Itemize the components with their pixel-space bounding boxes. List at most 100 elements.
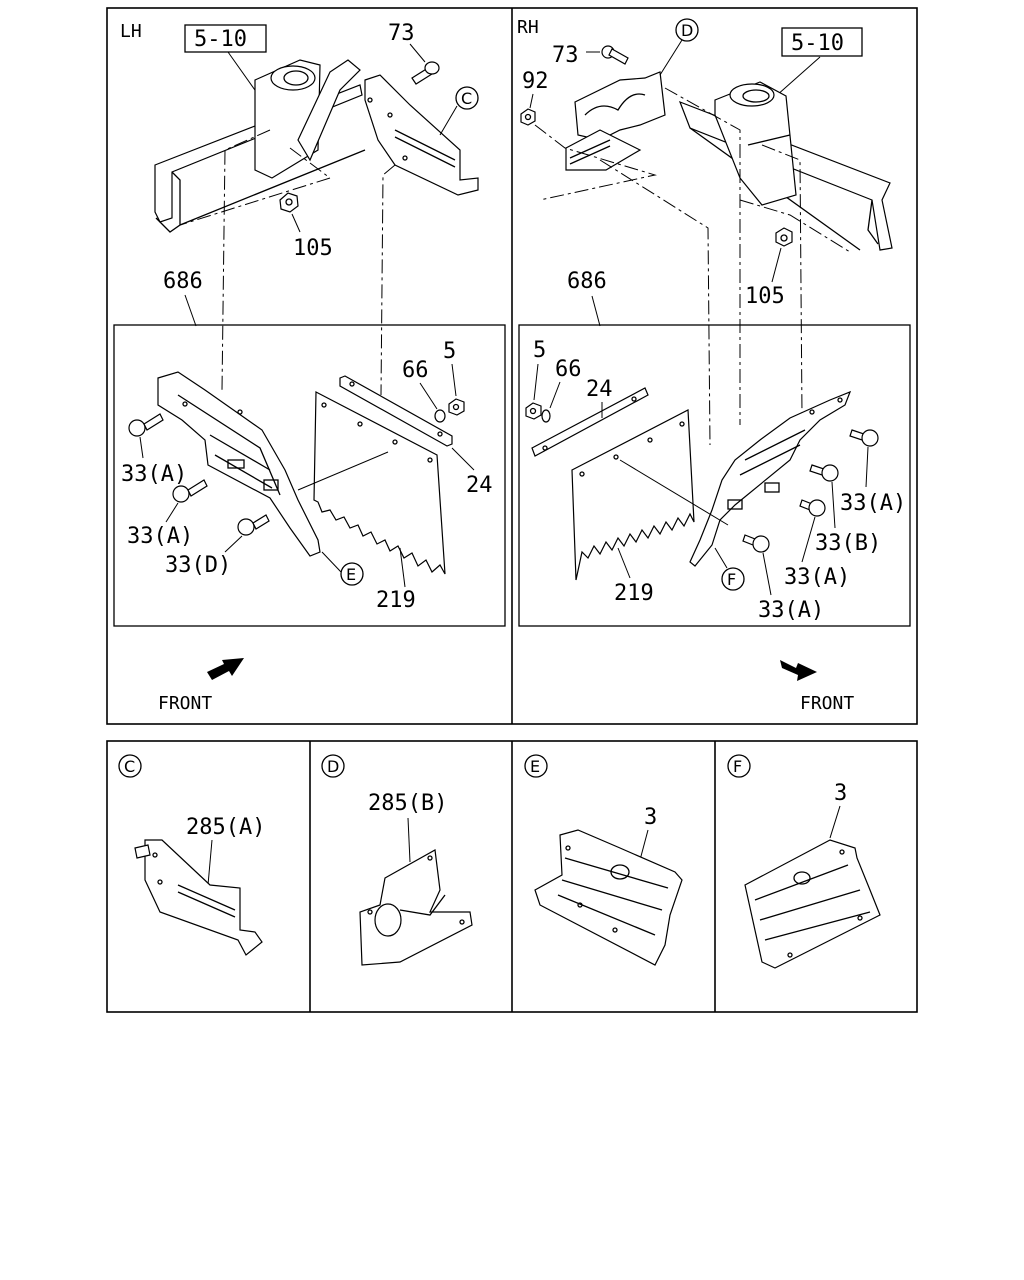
rh-bolt-33a-1 xyxy=(849,429,879,447)
detail-d-bracket xyxy=(359,849,473,966)
rh-bolt-33a-2 xyxy=(799,499,826,517)
circled-letter-icon xyxy=(118,754,142,778)
rh-group-leader xyxy=(591,295,601,327)
lh-bracket-ref-label: E xyxy=(346,565,356,584)
rh-ref-leader xyxy=(775,56,821,97)
lh-leader-73 xyxy=(409,43,426,63)
rh-leader-219 xyxy=(617,547,631,579)
rh-label-92: 92 xyxy=(522,69,549,94)
detail-e-bracket xyxy=(534,829,683,966)
lh-label-33a-2: 33(A) xyxy=(127,524,193,549)
front-arrow-icon xyxy=(780,660,817,681)
lh-label-219: 219 xyxy=(376,588,416,613)
rh-inset-box xyxy=(518,324,911,627)
circled-letter-icon xyxy=(727,754,751,778)
lh-label-5: 5 xyxy=(443,339,456,364)
lh-detail-ref-circle xyxy=(455,86,479,110)
lh-bolt-33a-2 xyxy=(172,479,208,503)
rh-leader-92 xyxy=(529,93,534,109)
lh-column-bracket xyxy=(254,59,361,179)
lh-label-105: 105 xyxy=(293,236,333,261)
detail-c: C 285(A) xyxy=(118,754,265,956)
rh-washer-66 xyxy=(541,409,551,423)
lh-washer-66 xyxy=(434,409,446,423)
rh-leader-f xyxy=(714,547,728,569)
rh-bolt-33b xyxy=(809,464,839,482)
rh-ref-box xyxy=(781,27,863,57)
rh-dash-1 xyxy=(534,124,657,201)
rh-label-33a-1: 33(A) xyxy=(840,491,906,516)
rh-nut-105 xyxy=(775,227,793,247)
rh-detail-ref-circle xyxy=(675,18,699,42)
lh-leader-219 xyxy=(399,547,406,588)
lh-leader-33d xyxy=(224,535,243,553)
detail-d: D 285(B) xyxy=(321,754,473,966)
lh-flap-dash xyxy=(297,451,389,491)
rh-label-33a-2: 33(A) xyxy=(784,565,850,590)
rh-upper-bracket xyxy=(565,71,666,171)
lh-ref-box-label: 5-10 xyxy=(194,27,247,52)
rh-label-33b: 33(B) xyxy=(815,531,881,556)
lh-dash-3 xyxy=(380,164,396,396)
detail-d-ref: D xyxy=(327,757,339,776)
rh-dash-3 xyxy=(664,87,741,425)
lh-label-33d: 33(D) xyxy=(165,553,231,578)
lh-dash-2 xyxy=(221,129,271,391)
lh-mudguard-bracket xyxy=(157,371,321,557)
rh-flap-dash xyxy=(619,459,729,526)
rh-nut-5 xyxy=(525,402,542,420)
lh-group-label: 686 xyxy=(163,269,203,294)
lh-inset-box xyxy=(113,324,506,627)
rh-leader-33a-1 xyxy=(865,446,869,488)
detail-c-bracket xyxy=(134,839,263,956)
lh-dash-1 xyxy=(179,147,332,226)
lh-leader-5 xyxy=(451,363,457,397)
lh-upper-bracket xyxy=(364,74,479,196)
rh-leader-33a-2 xyxy=(801,516,816,563)
lh-detail-ref-label: C xyxy=(461,89,472,108)
rh-label-66: 66 xyxy=(555,357,582,382)
lh-nut-5 xyxy=(448,398,465,416)
lh-leader-105 xyxy=(291,213,301,233)
lh-leader-33a-2 xyxy=(165,502,179,523)
rh-front-label: FRONT xyxy=(800,693,854,714)
rh-leader-33a-3 xyxy=(762,552,772,596)
detail-f-leader xyxy=(829,805,841,839)
rh-leader-105 xyxy=(771,247,782,283)
rh-dash-2 xyxy=(599,159,711,446)
rh-dash-4 xyxy=(761,144,803,416)
rh-ref-box-label: 5-10 xyxy=(791,31,844,56)
lh-leader-c xyxy=(439,105,458,136)
detail-f-ref: F xyxy=(733,757,742,776)
detail-f: F 3 xyxy=(727,754,881,969)
lh-front-label: FRONT xyxy=(158,693,212,714)
detail-e: E 3 xyxy=(524,754,683,966)
detail-d-part-label: 285(B) xyxy=(368,791,447,816)
lh-label-33a-1: 33(A) xyxy=(121,462,187,487)
lh-bolt-33a-1 xyxy=(128,413,164,437)
lh-side-label: LH xyxy=(120,21,142,42)
rh-bracket-ref-label: F xyxy=(727,570,736,589)
lh-label-24: 24 xyxy=(466,473,493,498)
rh-label-5: 5 xyxy=(533,338,546,363)
lh-bolt-73 xyxy=(411,61,440,85)
rh-leader-d xyxy=(659,39,683,76)
detail-c-leader xyxy=(207,839,213,886)
rh-detail-ref-label: D xyxy=(681,21,693,40)
detail-e-part-label: 3 xyxy=(644,805,657,830)
rh-label-219: 219 xyxy=(614,581,654,606)
rh-nut-92 xyxy=(520,108,536,126)
rh-bolt-33a-3 xyxy=(742,534,770,553)
lh-leader-33a-1 xyxy=(139,436,144,459)
lh-bracket-ref-circle xyxy=(340,562,364,586)
rh-label-33a-3: 33(A) xyxy=(758,598,824,623)
lh-leader-24 xyxy=(451,447,475,471)
front-arrow-icon xyxy=(207,658,244,680)
rh-label-24: 24 xyxy=(586,377,613,402)
rh-label-105: 105 xyxy=(745,284,785,309)
rh-label-73: 73 xyxy=(552,43,579,68)
rh-panel: RH 5-10 73 xyxy=(517,17,906,714)
lh-bolt-33d xyxy=(237,514,270,536)
rh-bolt-73 xyxy=(601,45,629,65)
